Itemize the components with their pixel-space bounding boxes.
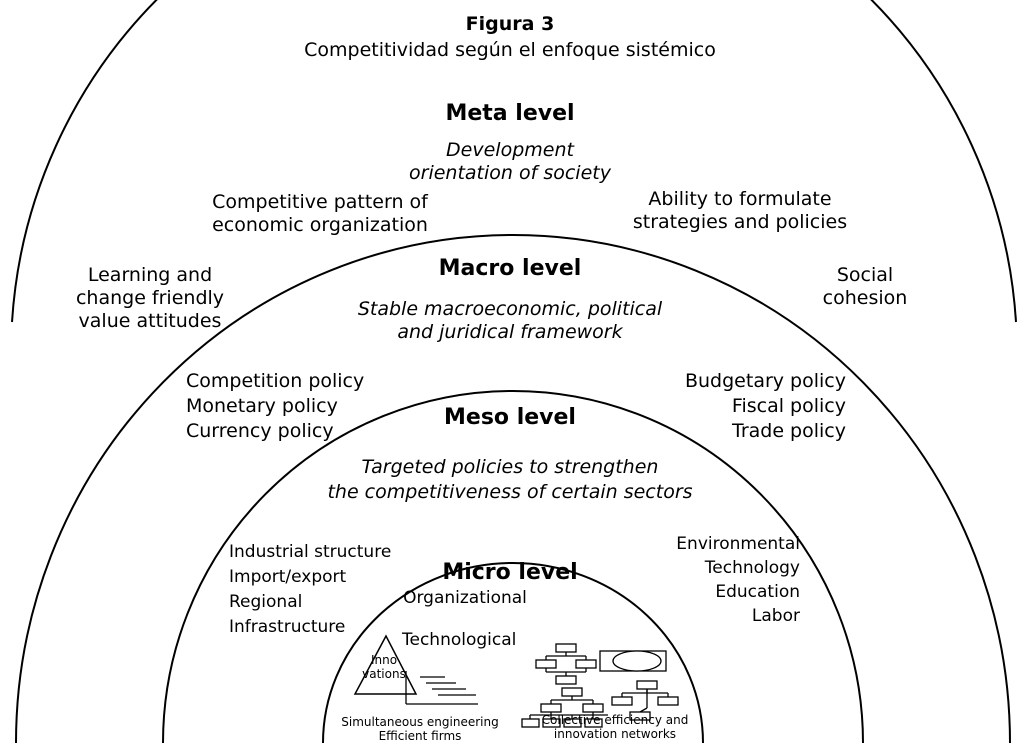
- meta-orientation-line1: Development: [446, 139, 574, 161]
- meta-orientation-line2: orientation of society: [409, 162, 611, 184]
- monetary-policy: Monetary policy: [186, 395, 338, 417]
- technological: Technological: [402, 630, 517, 650]
- infrastructure: Infrastructure: [229, 617, 346, 637]
- macro-level-heading: Macro level: [438, 256, 582, 281]
- micro-level-heading: Micro level: [442, 560, 578, 585]
- macro-arc: [15, 234, 1011, 743]
- innovations-line2: vations: [362, 667, 406, 681]
- meso-arc: [162, 390, 864, 743]
- meso-level-heading: Meso level: [444, 405, 576, 430]
- learning-line2: change friendly: [75, 287, 225, 309]
- labor: Labor: [751, 606, 800, 626]
- macro-framework-line1: Stable macroeconomic, political: [357, 298, 663, 320]
- innovations-triangle: [353, 634, 418, 695]
- import-export: Import/export: [229, 567, 347, 587]
- network-diagrams-icon: [521, 643, 679, 728]
- cohesion-line1: Social: [836, 264, 894, 286]
- collective-line2: innovation networks: [553, 727, 677, 741]
- competitive-pattern-line2: economic organization: [212, 214, 428, 236]
- macro-framework-line2: and juridical framework: [397, 321, 623, 343]
- figure-title: Competitividad según el enfoque sistémic…: [304, 39, 716, 61]
- learning-line1: Learning and: [87, 264, 213, 286]
- meso-targeted-line2: the competitiveness of certain sectors: [327, 481, 693, 503]
- budgetary-policy: Budgetary policy: [684, 370, 846, 392]
- micro-arc: [322, 562, 704, 743]
- learning-line3: value attitudes: [78, 310, 222, 332]
- trade-policy: Trade policy: [732, 420, 846, 442]
- competitive-pattern-line1: Competitive pattern of: [212, 191, 428, 213]
- industrial-structure: Industrial structure: [229, 542, 392, 562]
- ability-line2: strategies and policies: [632, 211, 848, 233]
- engineering-bars-icon: [405, 671, 478, 705]
- organizational: Organizational: [403, 588, 527, 608]
- environmental: Environmental: [676, 534, 800, 554]
- innovations-line1: Inno: [370, 653, 398, 667]
- simultaneous-line1: Simultaneous engineering: [341, 715, 499, 729]
- collective-line1: Collective efficiency and: [541, 713, 689, 727]
- meso-targeted-line1: Targeted policies to strengthen: [361, 456, 659, 478]
- cohesion-line2: cohesion: [822, 287, 908, 309]
- meta-level-heading: Meta level: [445, 101, 575, 126]
- currency-policy: Currency policy: [186, 420, 334, 442]
- technology: Technology: [704, 558, 800, 578]
- fiscal-policy: Fiscal policy: [731, 395, 846, 417]
- figure-label: Figura 3: [465, 13, 555, 35]
- simultaneous-line2: Efficient firms: [378, 729, 462, 743]
- ability-line1: Ability to formulate: [648, 188, 832, 210]
- education: Education: [715, 582, 800, 602]
- meta-arc: [11, 0, 1017, 323]
- regional: Regional: [229, 592, 303, 612]
- competition-policy: Competition policy: [186, 370, 365, 392]
